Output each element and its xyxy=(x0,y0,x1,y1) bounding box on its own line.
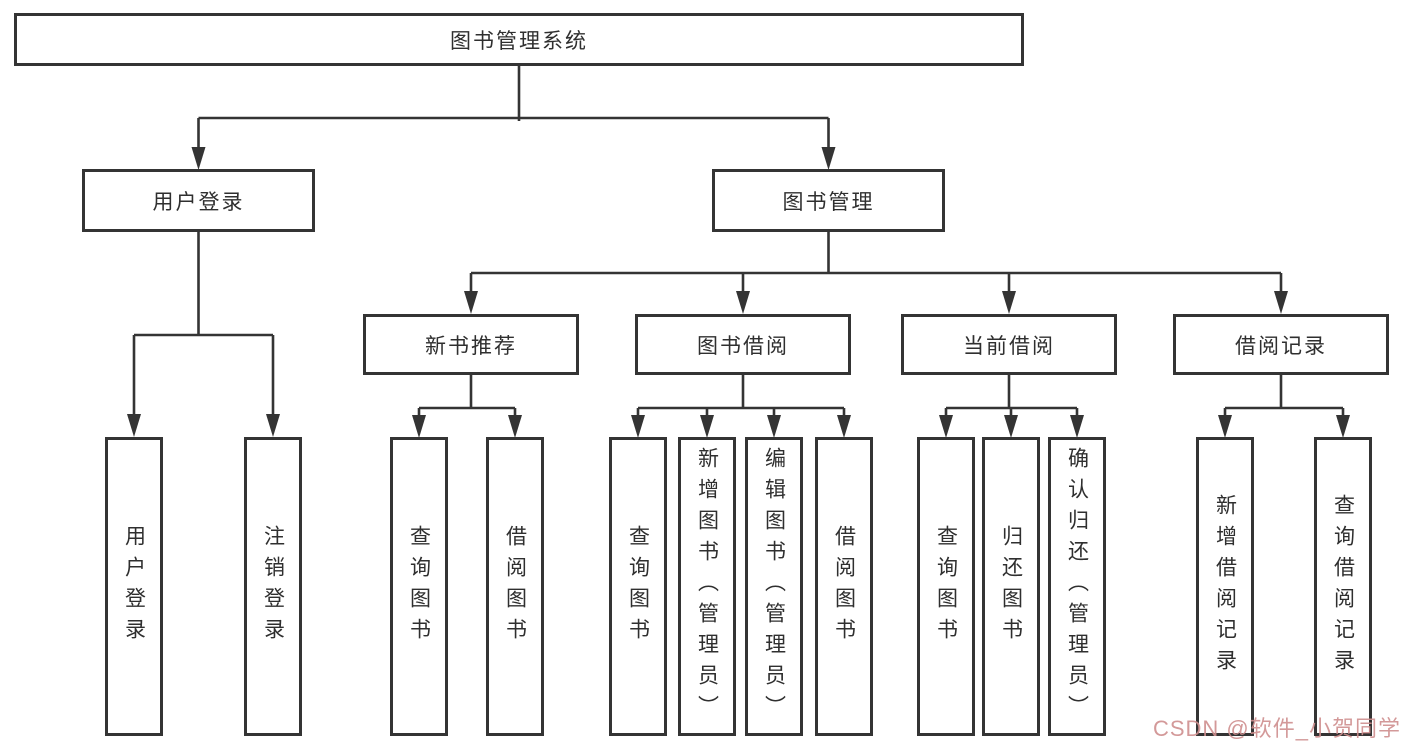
leaf-query-books-recommend: 查询图书 xyxy=(390,437,448,736)
leaf-query-books-borrowing: 查询图书 xyxy=(609,437,667,736)
leaf-label: 编辑图书（管理员） xyxy=(762,447,786,726)
leaf-borrow-books-borrowing: 借阅图书 xyxy=(815,437,873,736)
leaf-label: 用户登录 xyxy=(122,524,146,649)
node-borrow-records: 借阅记录 xyxy=(1173,314,1389,375)
leaf-label: 注销登录 xyxy=(261,524,285,649)
csdn-watermark: CSDN @软件_小贺同学 xyxy=(1152,716,1401,741)
leaf-label: 查询图书 xyxy=(626,524,650,649)
node-new-book-recommend: 新书推荐 xyxy=(363,314,579,375)
leaf-label: 借阅图书 xyxy=(503,524,527,649)
leaf-add-borrow-record: 新增借阅记录 xyxy=(1196,437,1254,736)
leaf-label: 借阅图书 xyxy=(832,524,856,649)
leaf-borrow-books-recommend: 借阅图书 xyxy=(486,437,544,736)
leaf-label: 新增借阅记录 xyxy=(1213,493,1237,680)
leaf-user-login: 用户登录 xyxy=(105,437,163,736)
node-library-system: 图书管理系统 xyxy=(14,13,1024,66)
node-book-borrowing: 图书借阅 xyxy=(635,314,851,375)
leaf-edit-books-admin: 编辑图书（管理员） xyxy=(745,437,803,736)
arrowheads xyxy=(127,147,1350,438)
leaf-label: 查询图书 xyxy=(934,524,958,649)
leaf-label: 归还图书 xyxy=(999,524,1023,649)
leaf-query-books-current: 查询图书 xyxy=(917,437,975,736)
node-user-login: 用户登录 xyxy=(82,169,315,232)
leaf-label: 新增图书（管理员） xyxy=(695,447,719,726)
leaf-add-books-admin: 新增图书（管理员） xyxy=(678,437,736,736)
node-current-borrow: 当前借阅 xyxy=(901,314,1117,375)
leaf-label: 确认归还（管理员） xyxy=(1065,447,1089,726)
node-book-management: 图书管理 xyxy=(712,169,945,232)
leaf-confirm-return-admin: 确认归还（管理员） xyxy=(1048,437,1106,736)
leaf-label: 查询借阅记录 xyxy=(1331,493,1355,680)
leaf-query-borrow-record: 查询借阅记录 xyxy=(1314,437,1372,736)
leaf-return-books: 归还图书 xyxy=(982,437,1040,736)
leaf-label: 查询图书 xyxy=(407,524,431,649)
leaf-logout: 注销登录 xyxy=(244,437,302,736)
